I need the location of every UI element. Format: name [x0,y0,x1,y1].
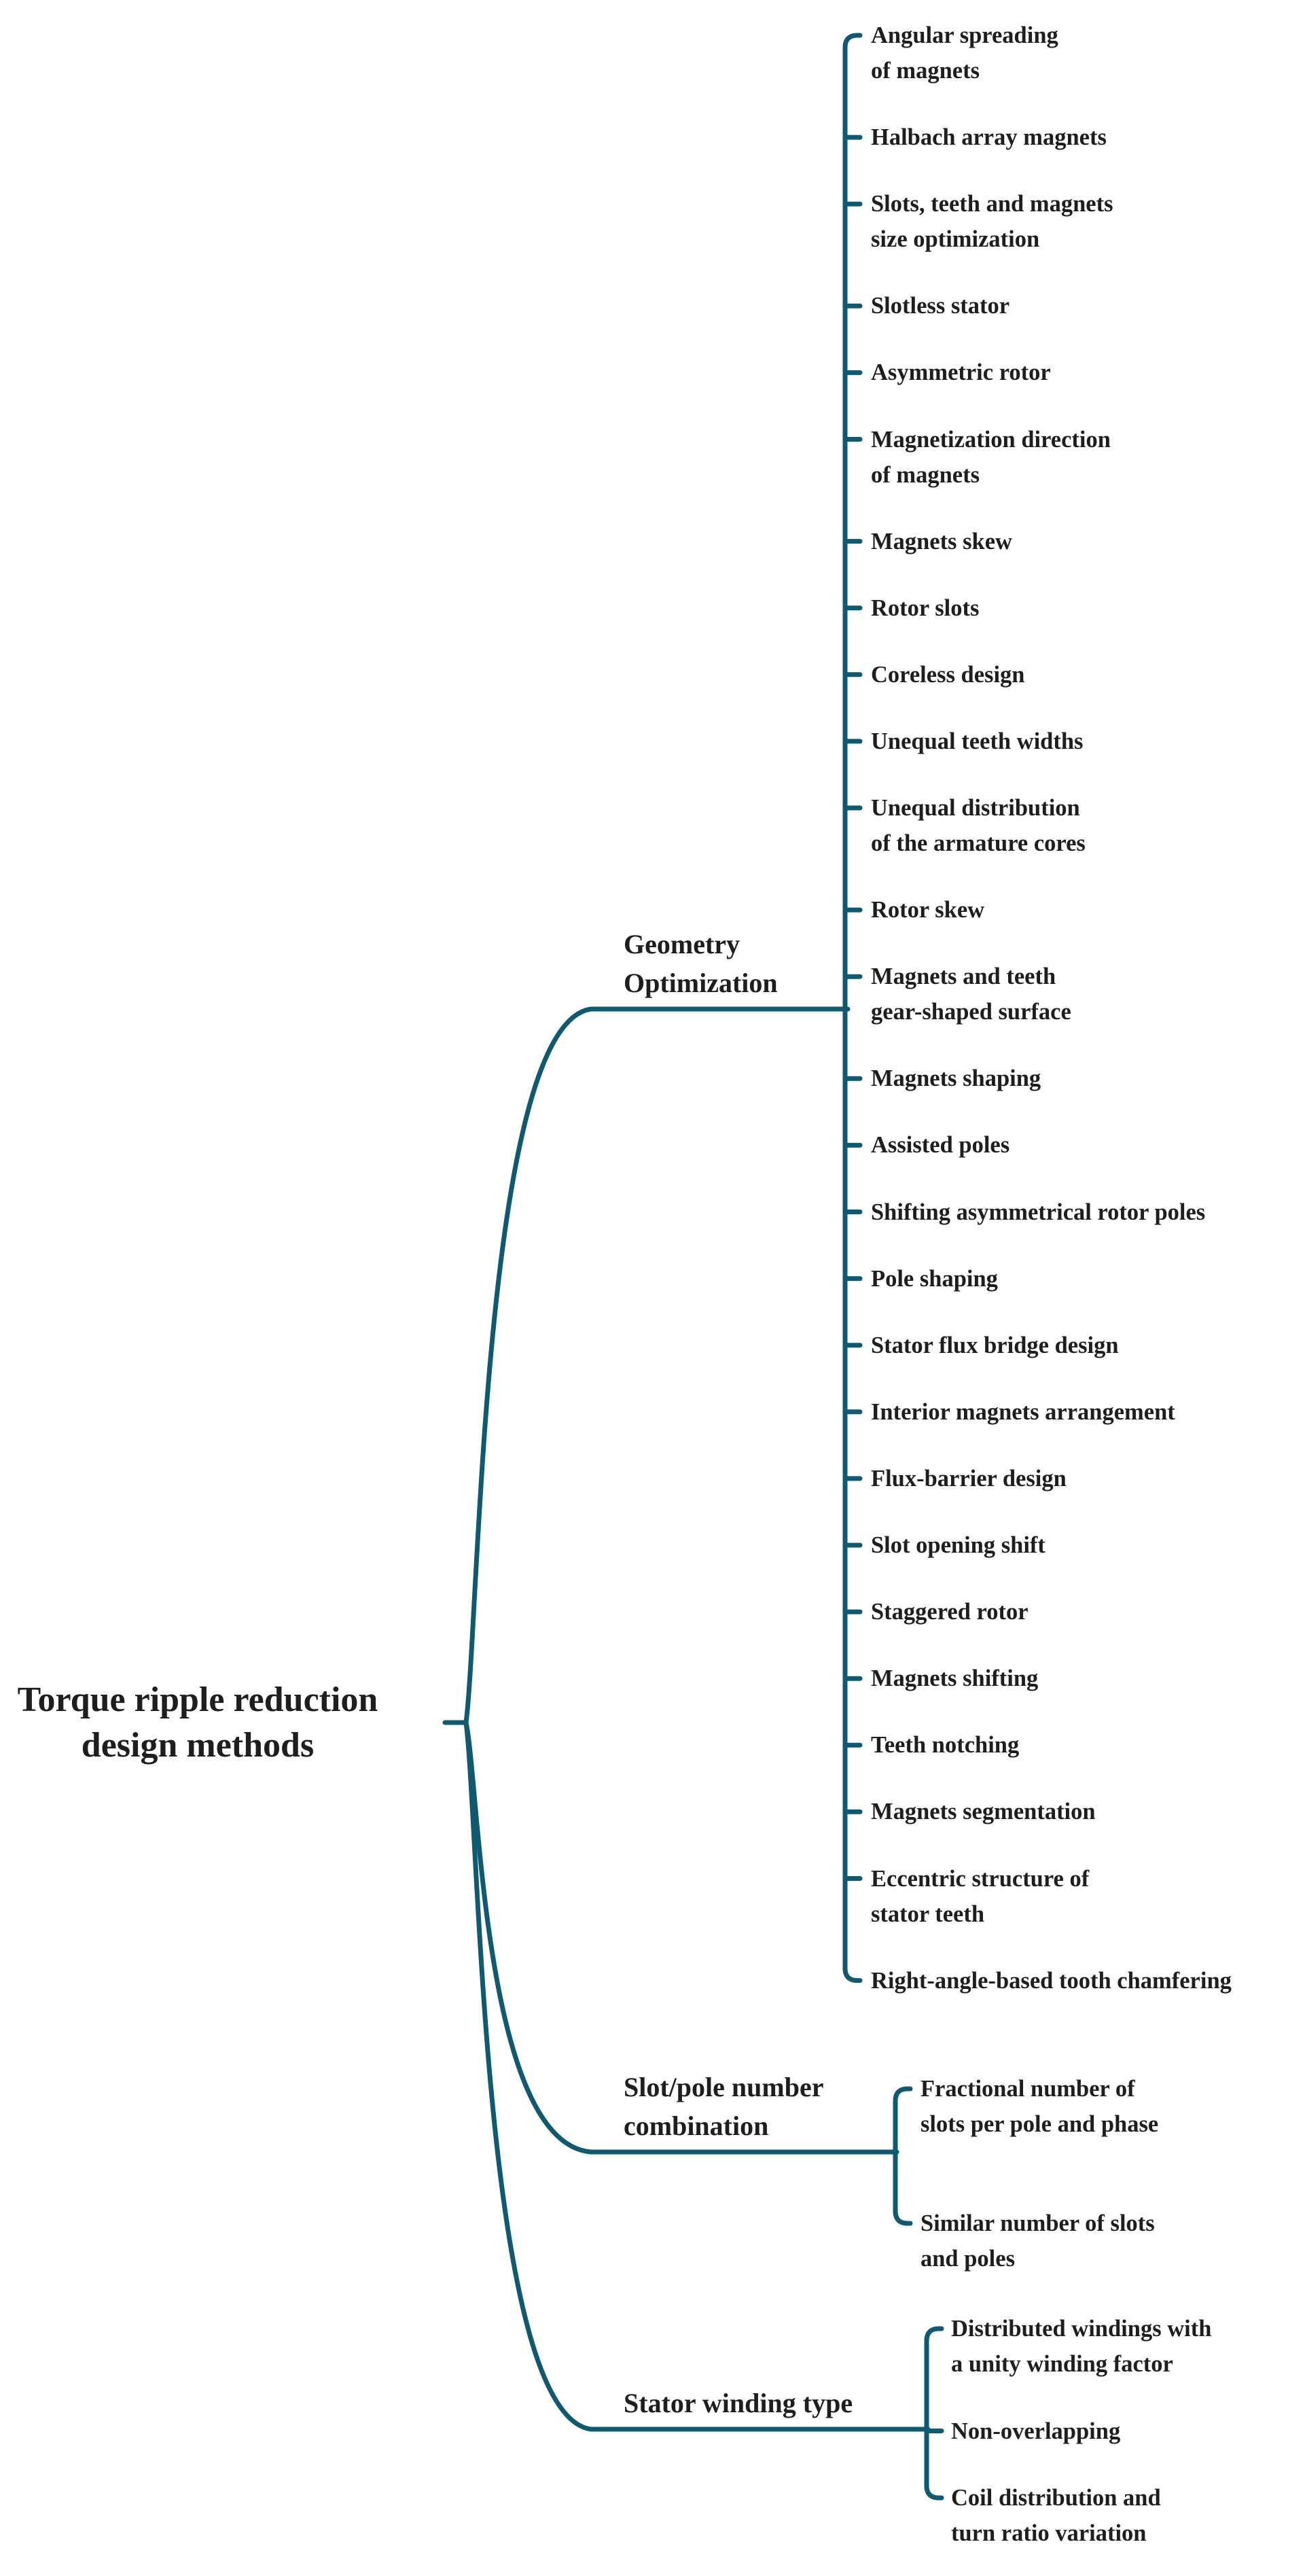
leaf-1-25-line-1: Magnets segmentation [871,1799,1096,1825]
leaf-1-4-line-1: Slotless stator [871,293,1010,319]
leaf-1-11-line-1: Unequal distribution [871,795,1080,821]
leaf-1-20: Flux-barrier design [871,1461,1067,1496]
leaf-1-16-line-1: Shifting asymmetrical rotor poles [871,1199,1206,1225]
leaf-1-22: Staggered rotor [871,1594,1029,1629]
category-3-line-1: Stator winding type [624,2388,853,2418]
leaf-1-2: Halbach array magnets [871,120,1107,155]
leaf-1-1: Angular spreading of magnets [871,18,1058,88]
category-1-line-1: Geometry [624,929,740,959]
leaf-1-6-line-2: of magnets [871,461,980,488]
leaf-1-23-line-1: Magnets shifting [871,1665,1039,1692]
leaf-1-5-line-1: Asymmetric rotor [871,359,1051,386]
leaf-1-11: Unequal distribution of the armature core… [871,790,1086,861]
root-topic-line-1: Torque ripple reduction [17,1680,378,1719]
category-1-line-2: Optimization [624,968,778,998]
leaf-1-24: Teeth notching [871,1727,1019,1763]
leaf-2-1: Fractional number of slots per pole and p… [920,2071,1158,2142]
branch-line-1 [463,1006,851,1725]
category-2-line-2: combination [624,2111,769,2141]
leaf-1-13-line-2: gear-shaped surface [871,999,1071,1025]
leaf-1-15-line-1: Assisted poles [871,1132,1010,1159]
leaf-1-9: Coreless design [871,657,1025,692]
leaf-1-10-line-1: Unequal teeth widths [871,728,1084,754]
leaf-1-5: Asymmetric rotor [871,355,1051,390]
leaf-1-25: Magnets segmentation [871,1794,1096,1829]
leaf-1-12-line-1: Rotor skew [871,897,985,923]
leaf-1-10: Unequal teeth widths [871,724,1083,759]
leaf-1-14: Magnets shaping [871,1061,1041,1096]
leaf-1-1-line-1: Angular spreading [871,22,1058,48]
leaf-1-7: Magnets skew [871,524,1012,559]
leaf-1-13-line-1: Magnets and teeth [871,964,1056,990]
branch-line-3 [463,1720,931,2432]
bracket-2 [893,2086,913,2226]
leaf-1-15: Assisted poles [871,1127,1009,1163]
leaf-1-14-line-1: Magnets shaping [871,1065,1041,1092]
category-2-line-1: Slot/pole number [624,2072,824,2102]
leaf-1-3-line-2: size optimization [871,226,1040,253]
leaf-1-16: Shifting asymmetrical rotor poles [871,1195,1205,1230]
leaf-1-2-line-1: Halbach array magnets [871,124,1107,151]
leaf-1-3-line-1: Slots, teeth and magnets [871,191,1113,217]
leaf-1-18: Stator flux bridge design [871,1328,1119,1363]
leaf-1-27: Right-angle-based tooth chamfering [871,1963,1232,1998]
leaf-1-1-line-2: of magnets [871,58,980,84]
leaf-1-21-line-1: Slot opening shift [871,1532,1045,1558]
category-3: Stator winding type [624,2384,853,2422]
leaf-1-6: Magnetization direction of magnets [871,422,1111,493]
leaf-1-4: Slotless stator [871,288,1009,323]
leaf-1-19: Interior magnets arrangement [871,1394,1175,1430]
leaf-1-3: Slots, teeth and magnets size optimizatio… [871,186,1113,257]
leaf-3-1-line-2: a unity winding factor [951,2351,1173,2377]
leaf-1-12: Rotor skew [871,892,984,928]
leaf-1-8: Rotor slots [871,590,979,626]
bracket-3 [924,2326,944,2501]
leaf-1-17: Pole shaping [871,1261,998,1296]
leaf-1-23: Magnets shifting [871,1661,1038,1696]
leaf-1-24-line-1: Teeth notching [871,1732,1020,1759]
leaf-1-17-line-1: Pole shaping [871,1265,998,1292]
leaf-1-13: Magnets and teeth gear-shaped surface [871,959,1071,1029]
leaf-1-18-line-1: Stator flux bridge design [871,1332,1119,1358]
leaf-2-1-line-1: Fractional number of [920,2076,1135,2102]
leaf-3-2: Non-overlapping [951,2414,1120,2449]
leaf-1-27-line-1: Right-angle-based tooth chamfering [871,1967,1232,1994]
leaf-3-2-line-1: Non-overlapping [951,2418,1121,2444]
leaf-1-22-line-1: Staggered rotor [871,1599,1029,1625]
leaf-2-2-line-1: Similar number of slots [920,2210,1155,2236]
leaf-1-26: Eccentric structure of stator teeth [871,1861,1089,1932]
leaf-3-1: Distributed windings with a unity winding… [951,2311,1211,2382]
leaf-3-3-line-2: turn ratio variation [951,2520,1147,2546]
leaf-1-7-line-1: Magnets skew [871,528,1012,554]
root-topic-line-2: design methods [81,1726,315,1765]
leaf-1-9-line-1: Coreless design [871,661,1025,688]
leaf-3-3: Coil distribution and turn ratio variatio… [951,2480,1161,2551]
leaf-3-3-line-1: Coil distribution and [951,2485,1161,2511]
category-2: Slot/pole number combination [624,2068,823,2145]
leaf-1-26-line-1: Eccentric structure of [871,1865,1090,1892]
leaf-3-1-line-1: Distributed windings with [951,2316,1212,2342]
leaf-1-19-line-1: Interior magnets arrangement [871,1398,1175,1425]
leaf-1-6-line-1: Magnetization direction [871,426,1111,453]
leaf-2-2: Similar number of slots and poles [920,2206,1155,2276]
leaf-2-2-line-2: and poles [920,2246,1016,2272]
leaf-1-20-line-1: Flux-barrier design [871,1465,1067,1492]
bracket-1 [842,33,863,1983]
leaf-1-8-line-1: Rotor slots [871,595,980,621]
leaf-1-21: Slot opening shift [871,1528,1045,1563]
root-topic: Torque ripple reduction design methods [0,1677,408,1768]
leaf-2-1-line-2: slots per pole and phase [920,2111,1159,2137]
leaf-1-26-line-2: stator teeth [871,1901,985,1927]
leaf-1-11-line-2: of the armature cores [871,830,1086,856]
